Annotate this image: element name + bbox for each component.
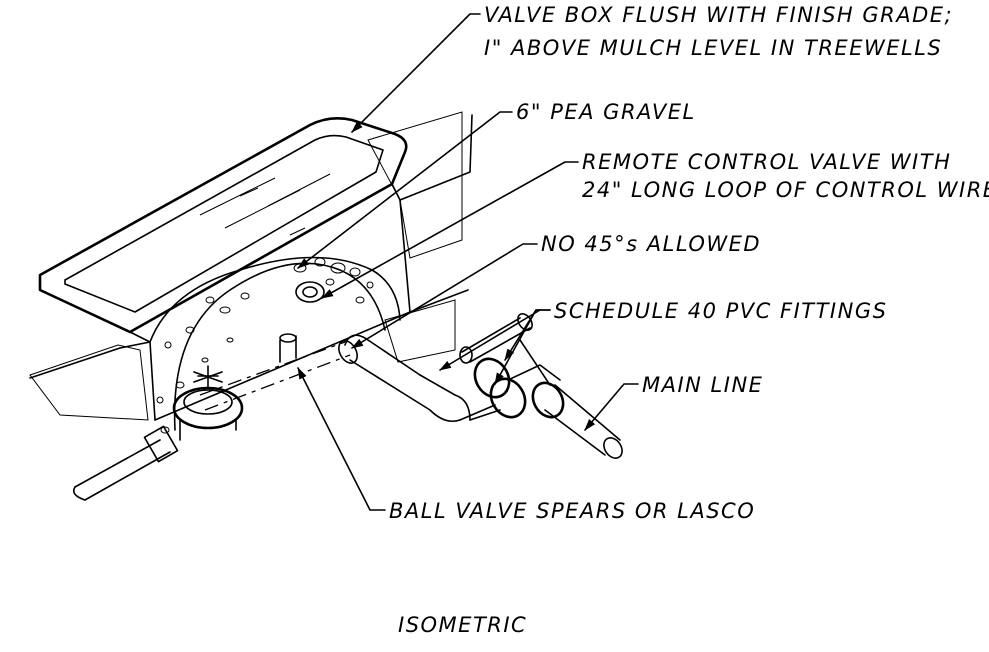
callout-main-line: MAIN LINE xyxy=(642,373,763,397)
callout-pvc-fittings: SCHEDULE 40 PVC FITTINGS xyxy=(554,299,887,323)
callout-pea-gravel: 6" PEA GRAVEL xyxy=(516,100,696,124)
view-caption: ISOMETRIC xyxy=(398,613,527,637)
callout-no-45s: NO 45°s ALLOWED xyxy=(541,232,761,256)
callout-remote-valve-line2: 24" LONG LOOP OF CONTROL WIRE xyxy=(582,178,989,202)
valve-box xyxy=(38,117,408,343)
main-line-pipe xyxy=(517,313,623,459)
leader-lines xyxy=(297,13,639,511)
left-pipe xyxy=(72,425,179,501)
pipe-elbows xyxy=(338,317,565,423)
callout-ball-valve: BALL VALVE SPEARS OR LASCO xyxy=(389,499,755,523)
pipe-through-box xyxy=(199,341,351,411)
pea-gravel xyxy=(156,257,386,434)
remote-control-valve xyxy=(279,281,325,363)
callout-valve-box-line1: VALVE BOX FLUSH WITH FINISH GRADE; xyxy=(484,3,953,27)
callout-valve-box-line2: I" ABOVE MULCH LEVEL IN TREEWELLS xyxy=(484,36,942,60)
ball-valve xyxy=(172,365,244,441)
callout-remote-valve-line1: REMOTE CONTROL VALVE WITH xyxy=(582,150,951,174)
